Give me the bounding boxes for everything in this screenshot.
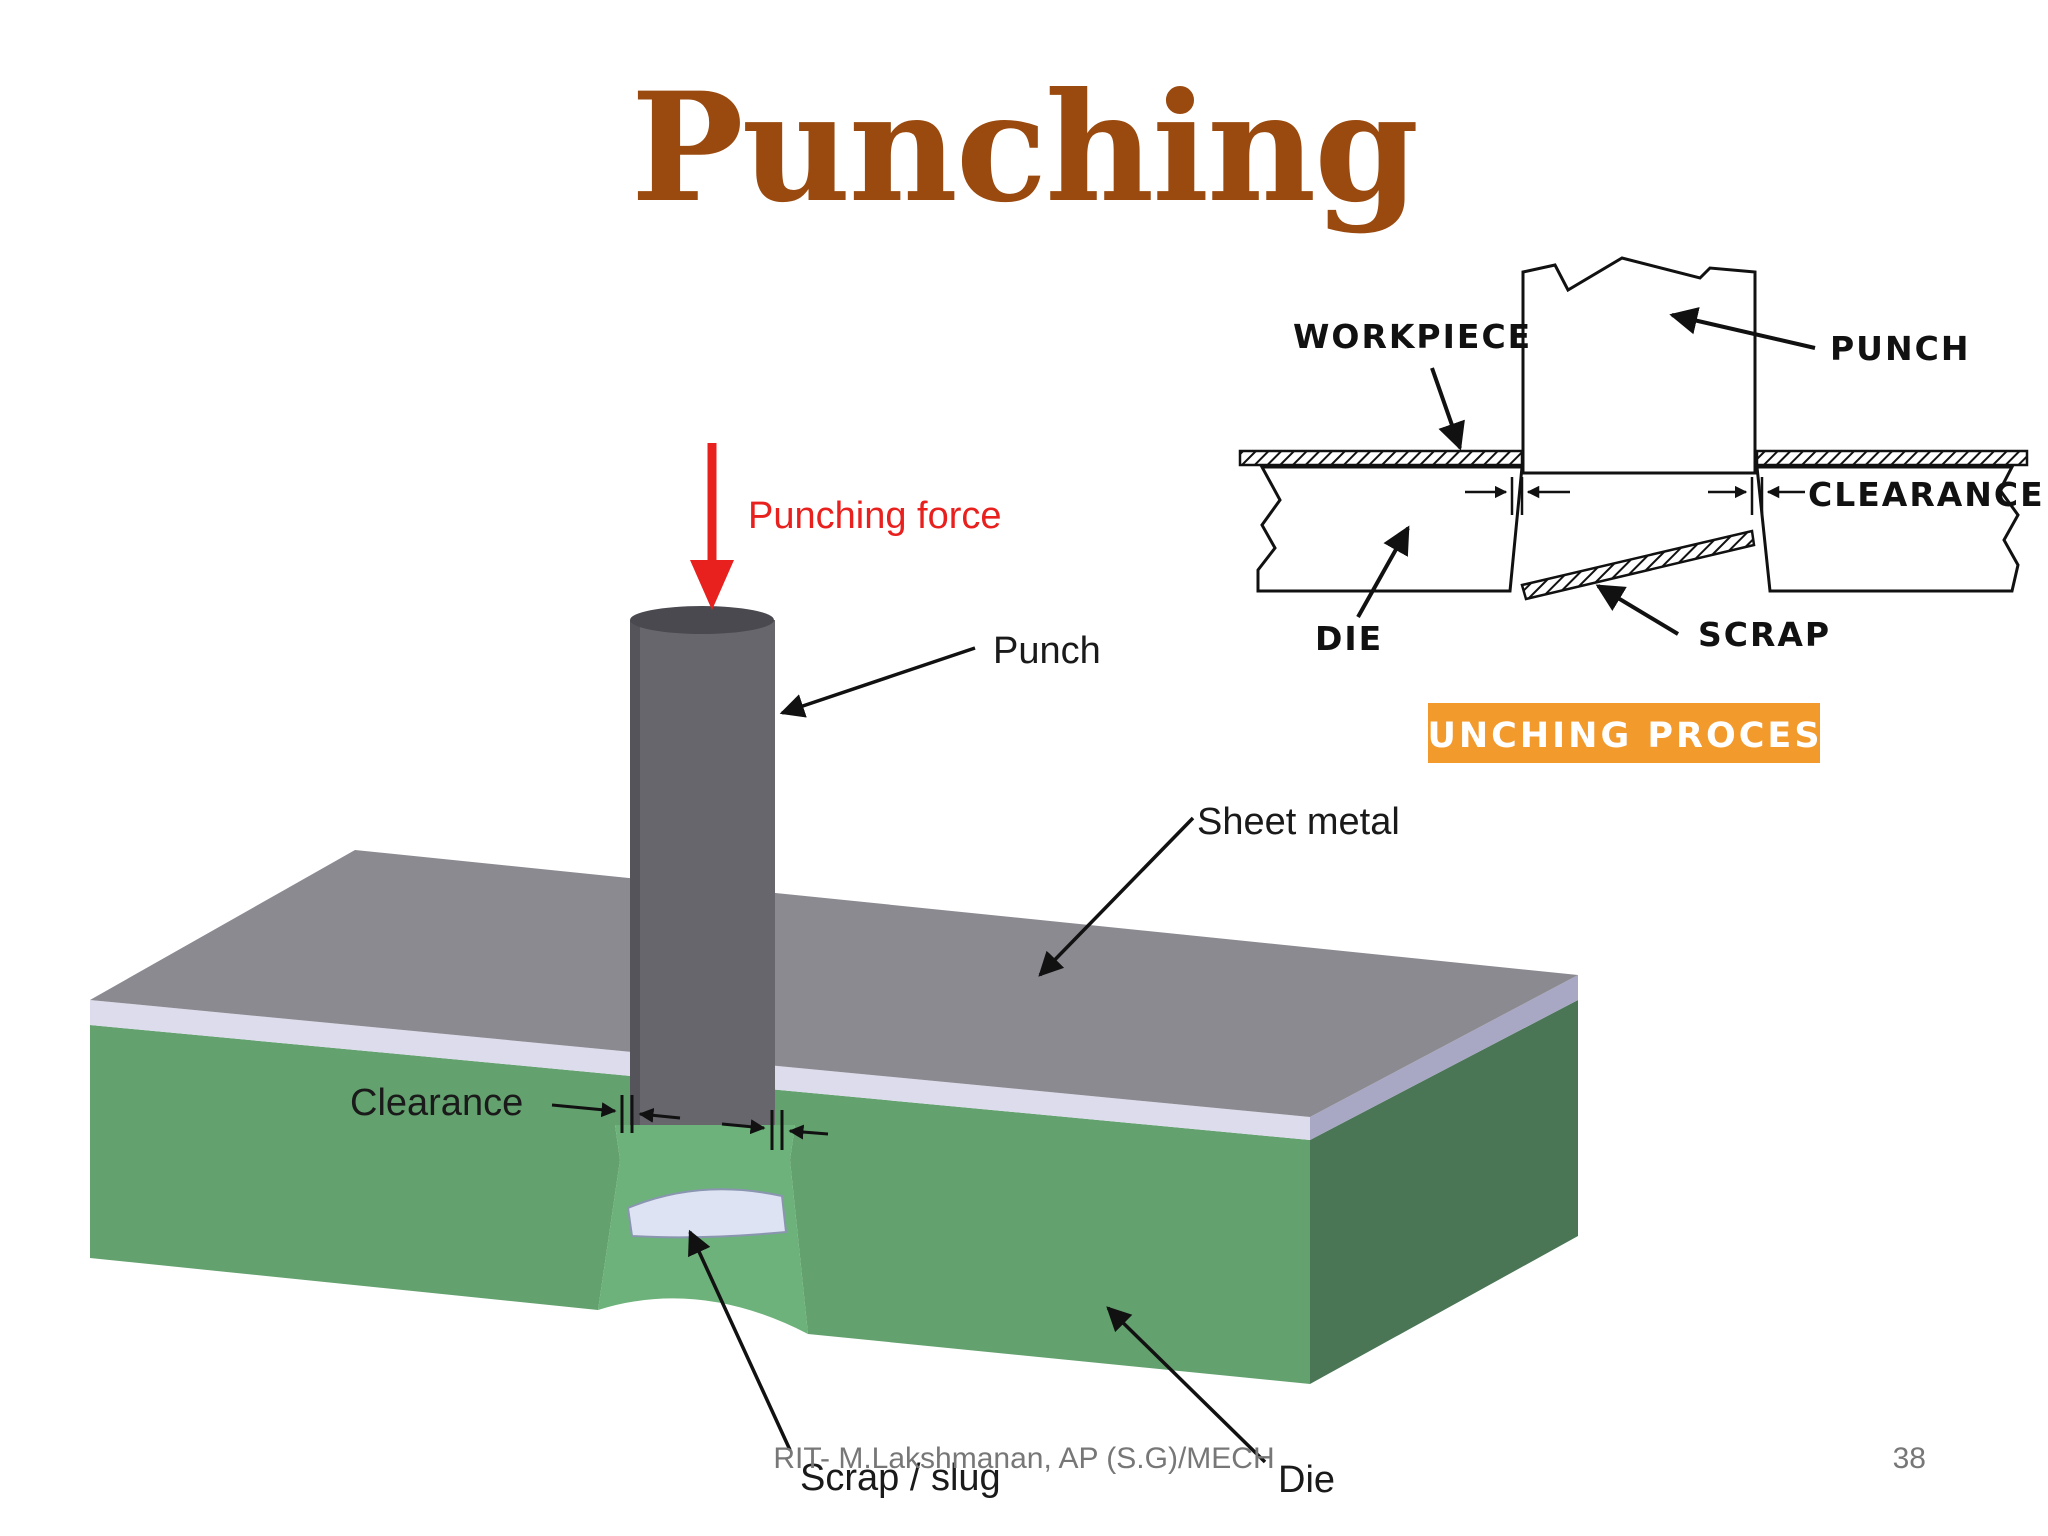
punching-3d-diagram: Punching force Punch Sheet metal Clearan… (90, 443, 1578, 1501)
section-clearance-label: CLEARANCE (1808, 475, 2045, 514)
sheet-metal-top (90, 850, 1578, 1117)
scrap-slug-label: Scrap / slug (800, 1457, 1001, 1499)
section-workpiece-right (1755, 449, 2029, 467)
slide-title: Punching (630, 60, 1419, 236)
die-label: Die (1278, 1459, 1335, 1501)
scrap-slug (626, 1188, 788, 1239)
slide-footer: RIT- M.Lakshmanan, AP (S.G)/MECH (773, 1442, 1275, 1475)
section-die-right (1755, 465, 2020, 593)
die-side-face (1310, 1000, 1578, 1384)
section-punch-label: PUNCH (1830, 329, 1970, 368)
section-punch (1521, 256, 1757, 475)
punching-process-badge-text: PUNCHING PROCESS (1399, 716, 1849, 756)
punching-section-diagram: WORKPIECE PUNCH CLEARANCE DIE SCRAP PUNC… (1238, 256, 2045, 763)
punching-force-label: Punching force (748, 495, 1002, 537)
page-number: 38 (1892, 1442, 1926, 1475)
punching-process-badge (1428, 703, 1820, 763)
die-front-face (90, 1025, 1310, 1384)
punch-label: Punch (993, 630, 1101, 672)
sheet-side-edge (1310, 975, 1578, 1140)
section-workpiece-left (1238, 449, 1524, 467)
sheet-metal-label: Sheet metal (1197, 801, 1400, 843)
section-die-left (1256, 465, 1524, 593)
workpiece-label: WORKPIECE (1293, 317, 1532, 356)
section-scrap (1520, 529, 1756, 601)
section-die-label: DIE (1315, 619, 1383, 658)
section-scrap-label: SCRAP (1698, 615, 1831, 654)
punch-top (630, 606, 774, 634)
punch-cylinder (630, 620, 775, 1125)
clearance-label: Clearance (350, 1082, 523, 1124)
